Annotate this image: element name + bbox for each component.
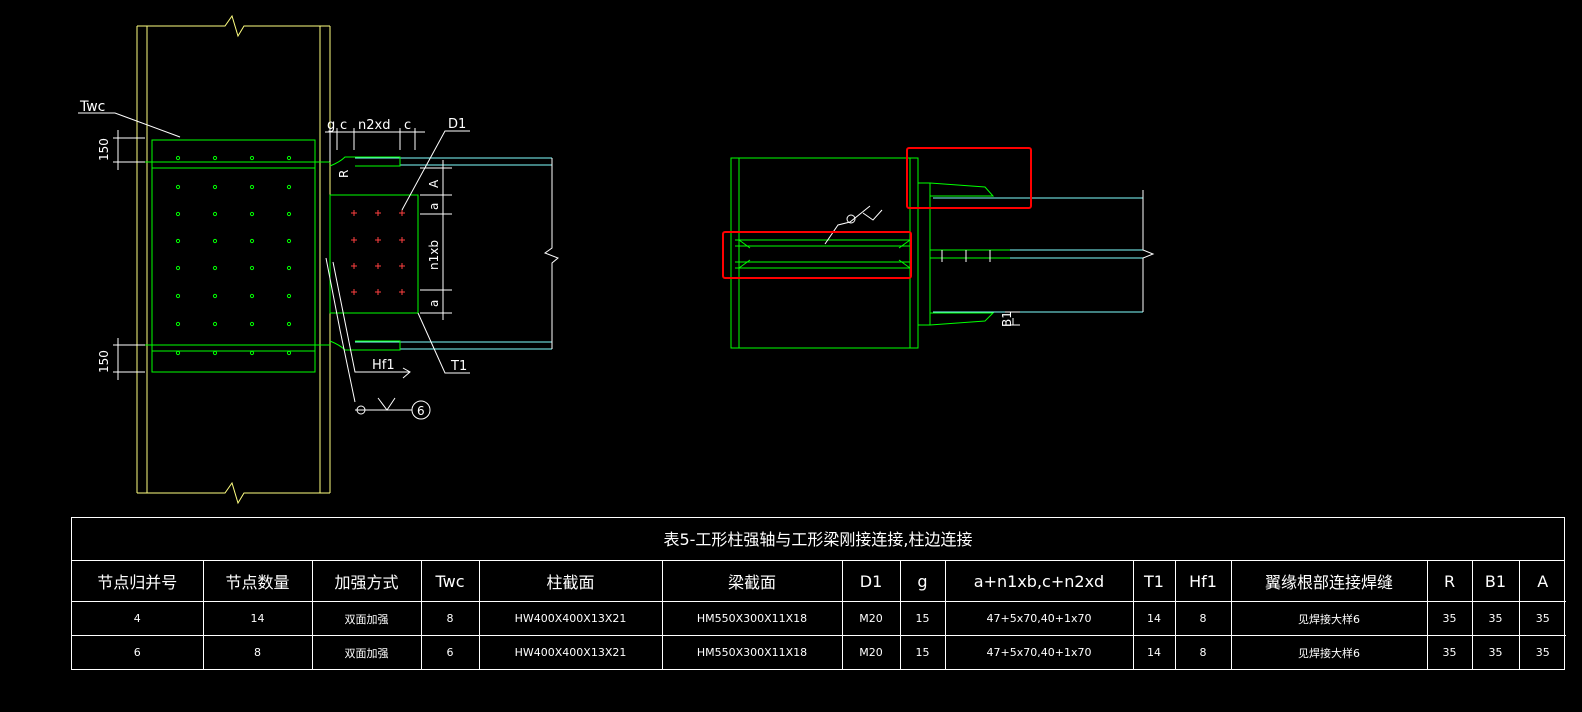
label-c-2: c <box>404 118 411 133</box>
highlight-box-top <box>906 147 1032 209</box>
header-cell: a+n1xb,c+n2xd <box>944 561 1134 602</box>
header-cell: R <box>1426 561 1473 602</box>
table-cell: HW400X400X13X21 <box>478 635 663 669</box>
table-cell: 35 <box>1426 635 1473 669</box>
header-cell: 加强方式 <box>311 561 422 602</box>
beam-plan-outline <box>933 197 1143 313</box>
column-flange-plate <box>730 157 931 349</box>
table-cell: 47+5x70,40+1x70 <box>944 601 1134 636</box>
table-cell: 35 <box>1518 635 1566 669</box>
table-cell: 35 <box>1518 601 1566 636</box>
table-cell: 35 <box>1426 601 1473 636</box>
label-a-bottom: a <box>427 300 441 307</box>
connection-table: 表5-工形柱强轴与工形梁刚接连接,柱边连接 节点归并号 节点数量 加强方式 Tw… <box>71 517 1566 670</box>
column-bolt-dots <box>175 155 292 356</box>
label-a-top: a <box>427 203 441 210</box>
table-title: 表5-工形柱强轴与工形梁刚接连接,柱边连接 <box>72 518 1564 561</box>
table-cell: 35 <box>1471 635 1520 669</box>
table-header-row: 节点归并号 节点数量 加强方式 Twc 柱截面 梁截面 D1 g a+n1xb,… <box>72 561 1566 602</box>
table-cell: 8 <box>1174 635 1232 669</box>
table-cell: 见焊接大样6 <box>1230 601 1428 636</box>
label-150-bottom: 150 <box>97 350 111 373</box>
table-row: 6 8 双面加强 6 HW400X400X13X21 HM550X300X11X… <box>72 635 1566 669</box>
beam-flange-plan <box>929 182 1010 326</box>
table-cell: 15 <box>899 635 946 669</box>
highlight-box-middle <box>722 231 912 279</box>
label-r: R <box>337 170 351 178</box>
header-cell: 翼缘根部连接焊缝 <box>1230 561 1428 602</box>
label-hf1: Hf1 <box>372 358 395 373</box>
label-n2xd: n2xd <box>358 118 390 133</box>
label-twc: Twc <box>79 99 105 115</box>
left-elevation-view: Twc 150 150 g c n2xd c D1 R A a n1xb a H… <box>78 14 559 505</box>
label-150-top: 150 <box>97 138 111 161</box>
table-cell: 14 <box>1132 601 1176 636</box>
flange-weld-detail <box>329 156 401 351</box>
column-doubler-plate <box>145 139 330 373</box>
table-cell: 6 <box>72 635 204 669</box>
table-cell: 35 <box>1471 601 1520 636</box>
label-a-dim: A <box>427 179 441 188</box>
header-cell: A <box>1518 561 1566 602</box>
table-cell: 14 <box>1132 635 1176 669</box>
table-cell: 8 <box>1174 601 1232 636</box>
table-cell: 14 <box>202 601 313 636</box>
table-cell: HW400X400X13X21 <box>478 601 663 636</box>
table-cell: HM550X300X11X18 <box>661 635 843 669</box>
weld-detail-number: 6 <box>417 404 425 418</box>
table-cell: 8 <box>420 601 480 636</box>
table-row: 4 14 双面加强 8 HW400X400X13X21 HM550X300X11… <box>72 601 1566 636</box>
right-plan-view: B1 <box>722 147 1155 349</box>
table-cell: 15 <box>899 601 946 636</box>
right-view-dimensions <box>824 190 1155 326</box>
table-grid: 节点归并号 节点数量 加强方式 Twc 柱截面 梁截面 D1 g a+n1xb,… <box>72 561 1566 669</box>
table-cell: M20 <box>841 635 901 669</box>
table-cell: 4 <box>72 601 204 636</box>
beam-web-bolts <box>351 210 405 295</box>
dimension-lines <box>78 112 470 420</box>
header-cell: D1 <box>841 561 901 602</box>
label-b1: B1 <box>1000 311 1014 327</box>
header-cell: 梁截面 <box>661 561 843 602</box>
label-d1: D1 <box>448 117 466 132</box>
shear-plate <box>329 194 419 314</box>
table-cell: 见焊接大样6 <box>1230 635 1428 669</box>
table-cell: HM550X300X11X18 <box>661 601 843 636</box>
table-cell: M20 <box>841 601 901 636</box>
header-cell: Twc <box>420 561 480 602</box>
table-cell: 8 <box>202 635 313 669</box>
table-cell: 47+5x70,40+1x70 <box>944 635 1134 669</box>
table-cell: 双面加强 <box>311 635 422 669</box>
header-cell: g <box>899 561 946 602</box>
column-outline <box>136 14 331 505</box>
label-g: g <box>327 118 335 133</box>
label-c-1: c <box>340 118 347 133</box>
header-cell: 柱截面 <box>478 561 663 602</box>
header-cell: 节点归并号 <box>72 561 204 602</box>
header-cell: Hf1 <box>1174 561 1232 602</box>
label-n1xb: n1xb <box>427 240 441 270</box>
table-cell: 双面加强 <box>311 601 422 636</box>
header-cell: T1 <box>1132 561 1176 602</box>
header-cell: 节点数量 <box>202 561 313 602</box>
table-cell: 6 <box>420 635 480 669</box>
header-cell: B1 <box>1471 561 1520 602</box>
label-t1: T1 <box>450 359 467 374</box>
beam-outline <box>355 157 559 350</box>
